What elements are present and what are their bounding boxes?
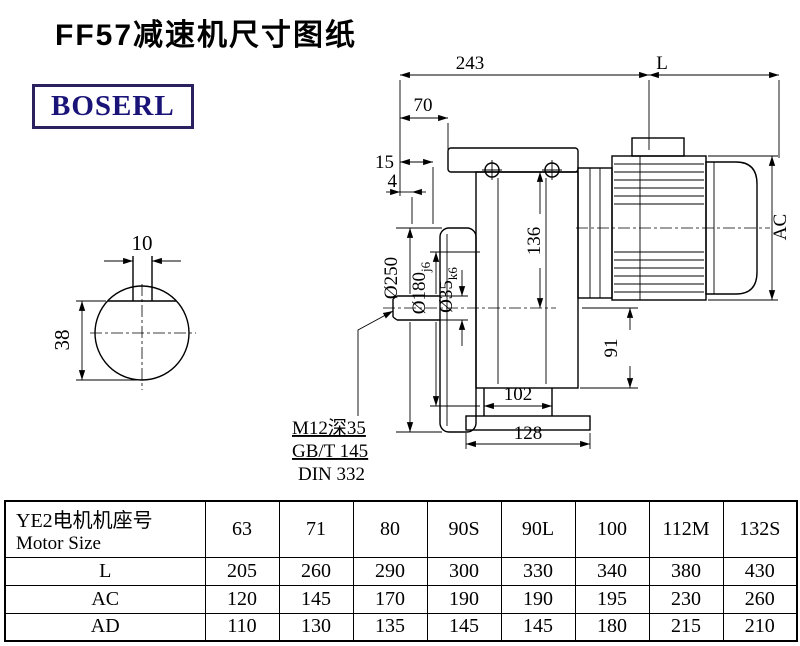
motor — [611, 137, 707, 301]
column-header: 100 — [574, 500, 650, 558]
fan-cover — [705, 161, 758, 295]
dim-91: 91 — [580, 307, 638, 389]
dim-4-label: 4 — [388, 171, 398, 192]
housing-top-cap — [447, 147, 579, 180]
motor-adapter — [577, 167, 613, 299]
dim-shaft-dia: Ø35k6 — [436, 267, 468, 346]
header-cn: YE2电机机座号 — [16, 509, 153, 532]
dim-key-width: 10 — [104, 231, 181, 265]
dimension-drawing: 10 38 — [50, 53, 791, 485]
cell: 340 — [574, 556, 650, 586]
cell: 145 — [500, 612, 576, 642]
dim-shaft-height: 38 — [50, 300, 137, 381]
thread-note: M12深35 GB/T 145 DIN 332 — [292, 310, 394, 485]
cell: 135 — [352, 612, 428, 642]
cell: 145 — [426, 612, 502, 642]
cell: 330 — [500, 556, 576, 586]
column-header: 90L — [500, 500, 576, 558]
dim-38-label: 38 — [50, 330, 74, 351]
dim-128: 128 — [465, 423, 591, 449]
dim-136: 136 — [524, 172, 545, 308]
cell: 260 — [278, 556, 354, 586]
cell: 190 — [426, 584, 502, 614]
cell: 195 — [574, 584, 650, 614]
dim-91-label: 91 — [601, 339, 622, 358]
note-gb-label: GB/T 145 — [292, 441, 368, 462]
dim-10-label: 10 — [132, 231, 153, 255]
table-row: L 205 260 290 300 330 340 380 430 — [4, 556, 798, 586]
cell: 205 — [204, 556, 280, 586]
cell: 210 — [722, 612, 798, 642]
cell: 300 — [426, 556, 502, 586]
dim-AC-label: AC — [770, 214, 791, 240]
note-din-label: DIN 332 — [298, 464, 365, 485]
row-label: L — [4, 556, 206, 586]
dim-d250-label: Ø250 — [381, 257, 402, 299]
dim-L-label: L — [656, 53, 668, 74]
side-view: 243 L 70 15 4 — [292, 53, 791, 485]
dim-128-label: 128 — [514, 423, 543, 444]
cell: 260 — [722, 584, 798, 614]
dim-d35-label: Ø35k6 — [436, 267, 460, 313]
dim-15: 15 — [375, 152, 434, 224]
table-header-row: YE2电机机座号 Motor Size 63 71 80 90S 90L 100… — [4, 500, 798, 558]
terminal-box — [631, 137, 685, 157]
cell: 180 — [574, 612, 650, 642]
cell: 215 — [648, 612, 724, 642]
cell: 170 — [352, 584, 428, 614]
brand-logo: BOSERL — [32, 84, 194, 129]
dim-motor-length: L — [649, 53, 780, 158]
input-shaft — [392, 295, 440, 321]
cell: 430 — [722, 556, 798, 586]
cell: 120 — [204, 584, 280, 614]
cell: 145 — [278, 584, 354, 614]
dim-4: 4 — [386, 171, 426, 224]
dim-spigot-dia: Ø180j6 — [409, 251, 440, 406]
dim-70: 70 — [400, 95, 449, 150]
table-row: AD 110 130 135 145 145 180 215 210 — [4, 612, 798, 642]
dim-136-label: 136 — [524, 227, 545, 256]
dim-15-label: 15 — [375, 152, 394, 173]
dim-102: 102 — [484, 384, 552, 410]
column-header: 80 — [352, 500, 428, 558]
cell: 130 — [278, 612, 354, 642]
cell: 110 — [204, 612, 280, 642]
column-header: 71 — [278, 500, 354, 558]
cell: 380 — [648, 556, 724, 586]
row-label: AD — [4, 612, 206, 642]
cell: 190 — [500, 584, 576, 614]
dim-243-label: 243 — [456, 53, 485, 74]
dim-243: 243 — [399, 53, 650, 196]
shaft-end-view: 10 38 — [50, 231, 196, 390]
dim-70-label: 70 — [414, 95, 433, 116]
column-header: 132S — [722, 500, 798, 558]
header-motor-size: YE2电机机座号 Motor Size — [4, 500, 206, 558]
header-en: Motor Size — [16, 532, 101, 554]
output-flange — [439, 227, 477, 433]
dim-motor-dia: AC — [708, 155, 791, 301]
column-header: 112M — [648, 500, 724, 558]
motor-size-table: YE2电机机座号 Motor Size 63 71 80 90S 90L 100… — [4, 500, 798, 642]
cell: 290 — [352, 556, 428, 586]
column-header: 90S — [426, 500, 502, 558]
page-title: FF57减速机尺寸图纸 — [55, 19, 358, 52]
table-row: AC 120 145 170 190 190 195 230 260 — [4, 584, 798, 614]
dim-102-label: 102 — [504, 384, 533, 405]
row-label: AC — [4, 584, 206, 614]
dim-flange-dia: Ø250 — [381, 227, 442, 433]
cell: 230 — [648, 584, 724, 614]
note-thread-label: M12深35 — [292, 417, 366, 439]
column-header: 63 — [204, 500, 280, 558]
dim-d180-label: Ø180j6 — [409, 261, 433, 314]
